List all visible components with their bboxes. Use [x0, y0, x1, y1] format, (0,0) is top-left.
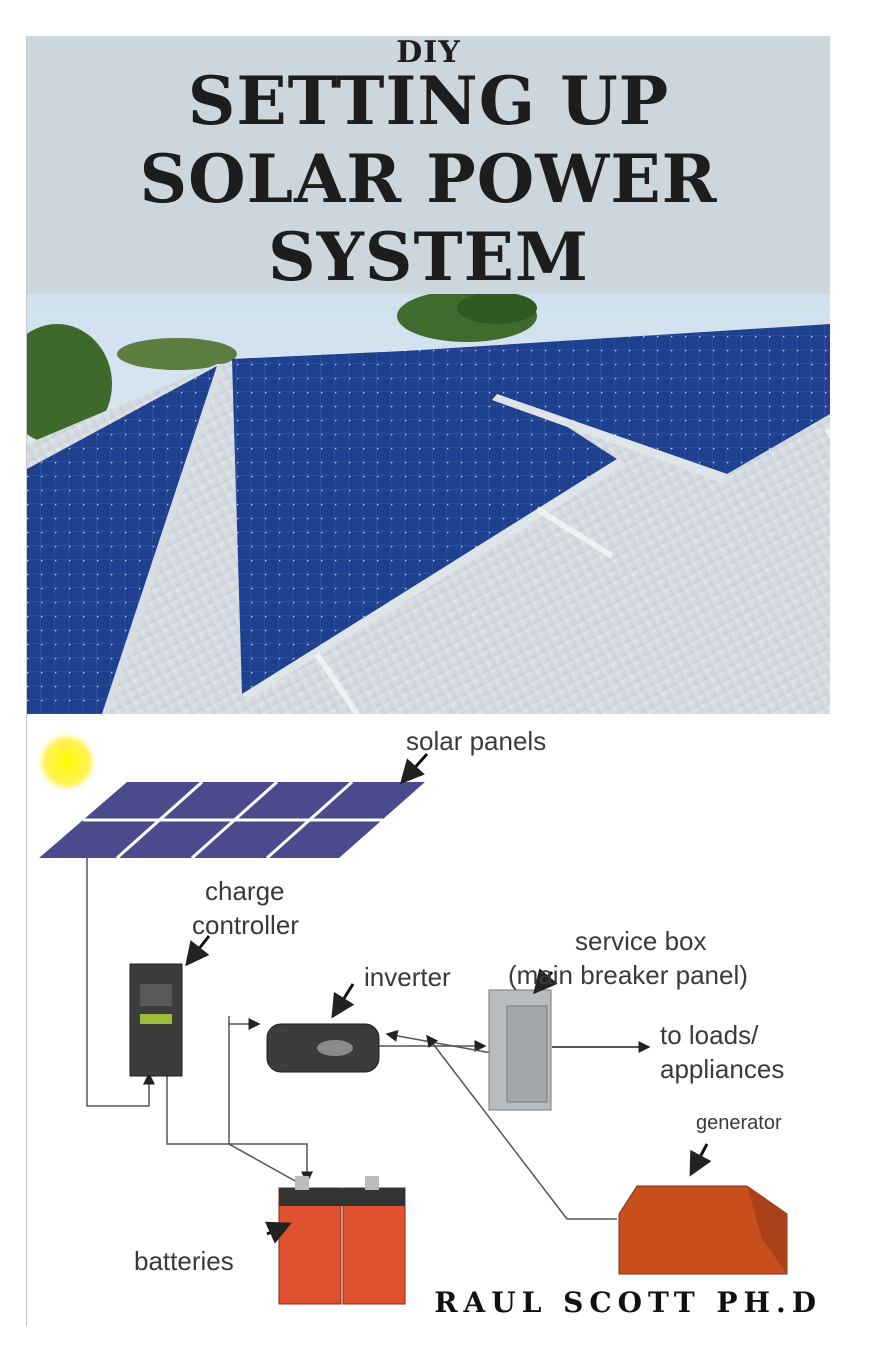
- label-to-loads: to loads/: [660, 1020, 759, 1050]
- title-line-1: SETTING UP: [187, 62, 670, 140]
- label-appliances: appliances: [660, 1054, 785, 1084]
- label-batteries: batteries: [134, 1246, 234, 1276]
- label-inverter: inverter: [364, 962, 451, 992]
- title-line-2: SOLAR POWER: [139, 140, 718, 218]
- title-band: [27, 36, 830, 294]
- label-solar-panels: solar panels: [406, 726, 547, 756]
- title-line-3: SYSTEM: [268, 218, 589, 296]
- cover-edge-line: [26, 36, 27, 1326]
- charge-controller-icon: [129, 963, 183, 1077]
- inverter-icon: [266, 1023, 380, 1073]
- label-service-box: service box: [575, 926, 707, 956]
- sun-icon: [35, 730, 99, 794]
- label-generator: generator: [696, 1112, 782, 1134]
- label-charge: charge: [205, 876, 285, 906]
- author-name: RAUL SCOTT PH.D: [434, 1286, 822, 1319]
- rooftop-solar-photo: [27, 294, 830, 714]
- generator-icon: [618, 1185, 788, 1275]
- service-box-icon: [488, 989, 552, 1111]
- title-kicker: DIY: [396, 35, 461, 70]
- label-controller: controller: [192, 910, 299, 940]
- solar-panel-icon: [39, 780, 425, 860]
- label-main-breaker-panel: (main breaker panel): [508, 960, 748, 990]
- system-diagram: [35, 730, 788, 1305]
- batteries-icon: [278, 1176, 406, 1305]
